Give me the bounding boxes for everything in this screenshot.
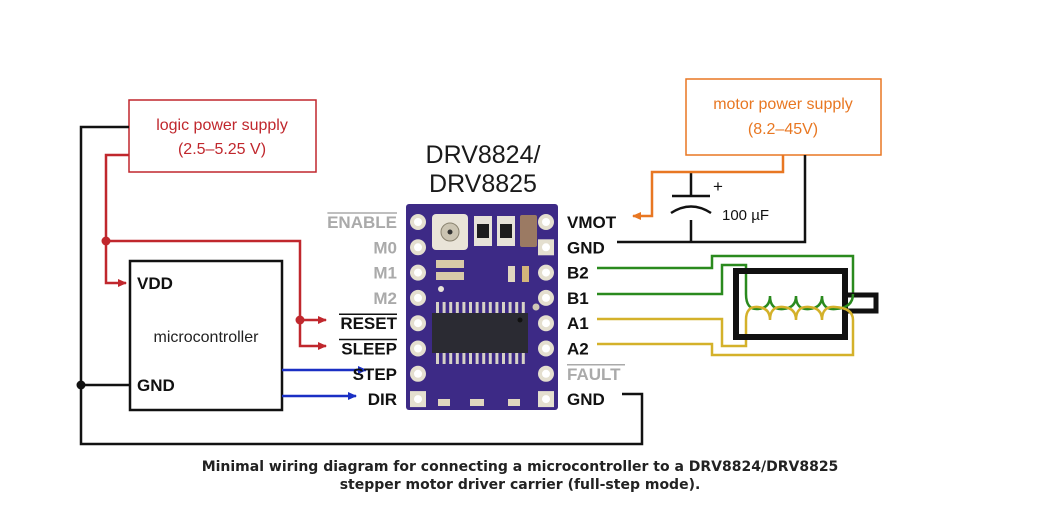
a1-wire [597,317,748,348]
ic-lead [521,302,525,313]
motor-power-supply-box [685,78,882,156]
driver-title-line2: DRV8825 [429,170,537,198]
pin-label-left-step: STEP [353,365,397,384]
capacitor: + 100 µF [670,177,769,224]
motor-gnd-wire [617,155,807,244]
pin-label-right-gnd: GND [567,390,605,409]
ic-lead [442,302,446,313]
ic-lead [515,302,519,313]
ic-lead [455,302,459,313]
ic-lead [502,353,505,364]
motor-power-supply-range: (8.2–45V) [748,121,818,138]
ic-leads [436,302,525,364]
pin-label-right-b2: B2 [567,264,589,283]
a2-wire [597,320,855,357]
pin-label-left-sleep: SLEEP [341,340,397,359]
motor-shaft [842,292,879,314]
smd-component [436,260,464,268]
vdd-wire [104,153,129,287]
pin-label-left-m0: M0 [373,238,397,257]
ic-lead [436,302,439,313]
pin-label-right-a2: A2 [567,340,589,359]
ic-lead [488,302,492,313]
pin-label-left-dir: DIR [368,390,397,409]
pin-label-left-m1: M1 [373,264,397,283]
capacitor-polarity: + [713,177,723,196]
smd-capacitor [520,215,537,247]
stepper-motor [733,268,879,340]
ic-lead [488,353,492,364]
signal-wires [282,366,367,400]
ic-lead [462,353,466,364]
ic-lead [502,302,505,313]
caption-line1: Minimal wiring diagram for connecting a … [201,459,839,475]
capacitor-plate-negative [670,205,712,215]
mcu-pin-gnd: GND [137,376,175,395]
b1-wire [597,263,748,296]
sleep-wire [106,239,327,350]
ic-lead [455,353,459,364]
microcontroller: VDD microcontroller GND [128,259,284,412]
drv8825-chip [432,313,528,353]
capacitor-value: 100 µF [722,207,769,224]
logic-junction-dot [101,236,111,246]
pin-label-right-a1: A1 [567,314,589,333]
smd-component [436,272,464,280]
motor-body [733,268,848,340]
pin-label-left-m2: M2 [373,289,397,308]
figure-caption: Minimal wiring diagram for connecting a … [60,458,980,494]
microcontroller-label: microcontroller [154,329,260,346]
pin-label-right-b1: B1 [567,289,589,308]
pin-label-right-gnd: GND [567,238,605,257]
driver-title-line1: DRV8824/ [426,141,541,169]
logic-power-supply-range: (2.5–5.25 V) [178,141,266,158]
caption-line2: stepper motor driver carrier (full-step … [339,477,701,493]
ground-junction-dot [76,380,86,390]
smd-component [508,266,515,282]
ic-lead [521,353,525,364]
b2-wire [597,254,855,294]
ic-lead [482,302,486,313]
driver-board [406,204,558,410]
ic-lead [449,353,453,364]
coil-a-winding [744,305,855,321]
ic-lead [449,302,453,313]
logic-power-supply-box [128,99,317,173]
ic-lead [436,353,439,364]
ic-lead [495,302,499,313]
motor-power-supply: motor power supply (8.2–45V) [685,78,882,156]
ic-lead [475,353,479,364]
ic-lead [462,302,466,313]
reset-junction-dot [295,315,305,325]
board-pin-headers [410,214,554,408]
ic-lead [508,302,512,313]
pin-label-left-enable: ENABLE [327,213,397,232]
ic-lead [495,353,499,364]
pin-label-left-reset: RESET [340,314,397,333]
ic-lead [515,353,519,364]
ic-lead [482,353,486,364]
logic-power-supply: logic power supply (2.5–5.25 V) [128,99,317,173]
ic-lead [475,302,479,313]
ic-lead [469,302,472,313]
mcu-pin-vdd: VDD [137,274,173,293]
ground-wires [79,125,807,446]
vmot-wire [632,155,785,220]
smd-component [522,266,529,282]
ic-lead [442,353,446,364]
microcontroller-box [128,259,284,412]
ic-lead [508,353,512,364]
pin-label-right-fault: FAULT [567,365,621,384]
ground-loop-wire [79,125,644,446]
pin-label-right-vmot: VMOT [567,213,617,232]
logic-power-supply-label: logic power supply [156,117,288,134]
motor-power-supply-label: motor power supply [713,96,853,113]
ic-lead [469,353,472,364]
